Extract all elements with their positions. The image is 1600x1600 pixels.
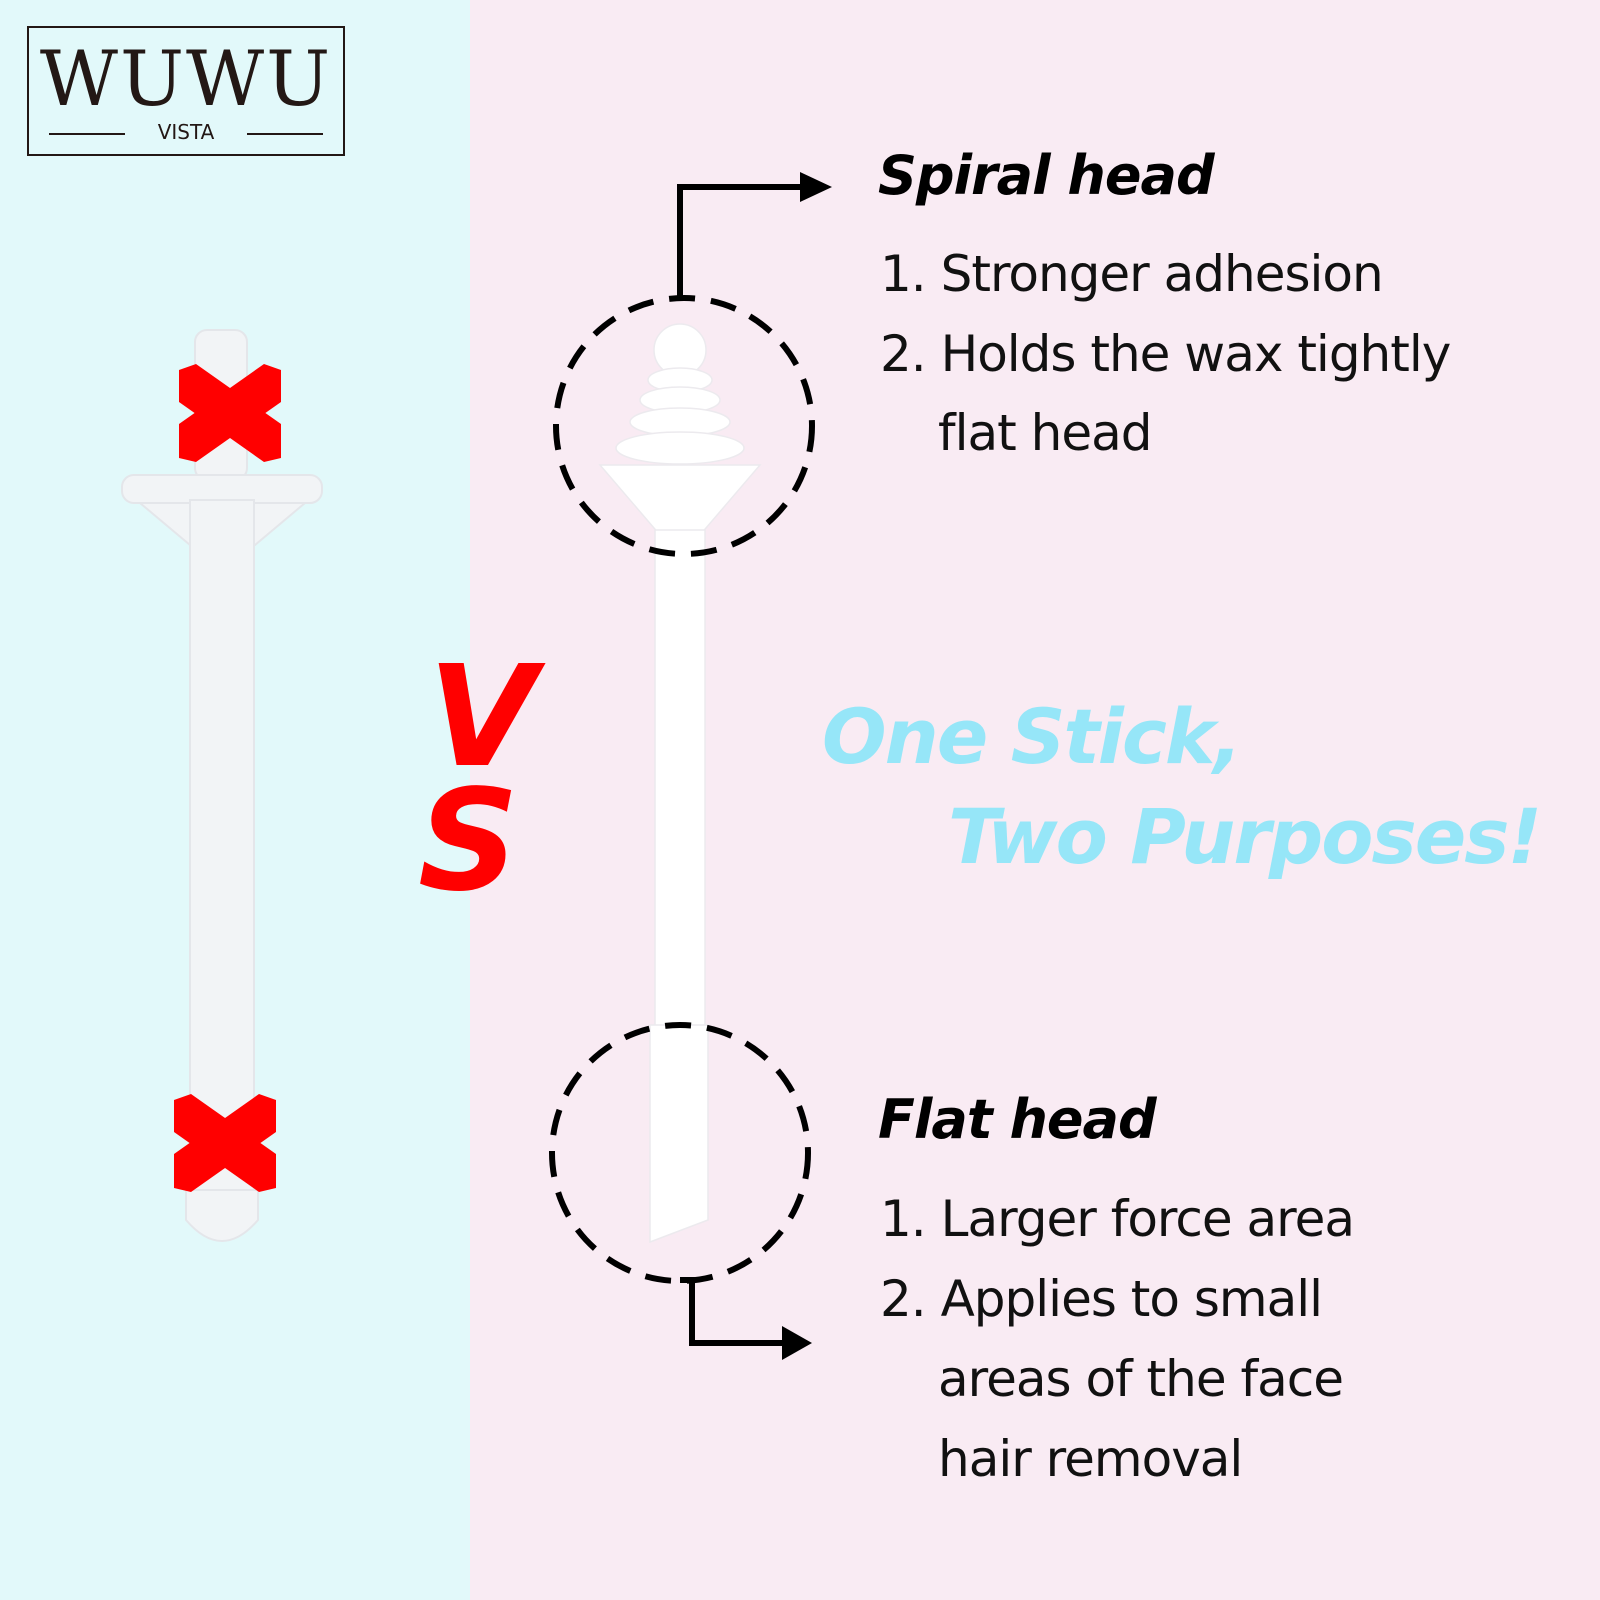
brand-logo: WUWU VISTA <box>27 26 345 156</box>
spiral-item: 1. Stronger adhesion <box>880 245 1384 303</box>
flat-item: hair removal <box>938 1430 1243 1488</box>
vs-s: S <box>418 760 519 923</box>
vs-v: V <box>428 636 537 799</box>
logo-sub: VISTA <box>157 120 215 144</box>
flat-item: areas of the face <box>938 1350 1344 1408</box>
cross-bottom-icon <box>174 1094 276 1192</box>
logo-brand: WUWU <box>39 34 333 123</box>
spiral-item: flat head <box>938 404 1152 462</box>
slogan-line2: Two Purposes! <box>948 792 1542 881</box>
flat-item: 1. Larger force area <box>880 1190 1355 1248</box>
logo-divider <box>247 133 323 135</box>
spiral-item: 2. Holds the wax tightly <box>880 325 1451 383</box>
new-stick <box>598 323 762 1244</box>
slogan-line1: One Stick, <box>822 692 1242 781</box>
flat-arrow-icon <box>680 1277 812 1360</box>
flat-highlight-circle <box>549 1022 811 1284</box>
spiral-highlight-circle <box>553 295 815 557</box>
spiral-title: Spiral head <box>878 144 1215 207</box>
logo-divider <box>49 133 125 135</box>
old-stick <box>121 329 323 1242</box>
flat-title: Flat head <box>878 1088 1157 1151</box>
spiral-arrow-icon <box>677 172 832 298</box>
cross-top-icon <box>179 364 281 462</box>
flat-item: 2. Applies to small <box>880 1270 1323 1328</box>
